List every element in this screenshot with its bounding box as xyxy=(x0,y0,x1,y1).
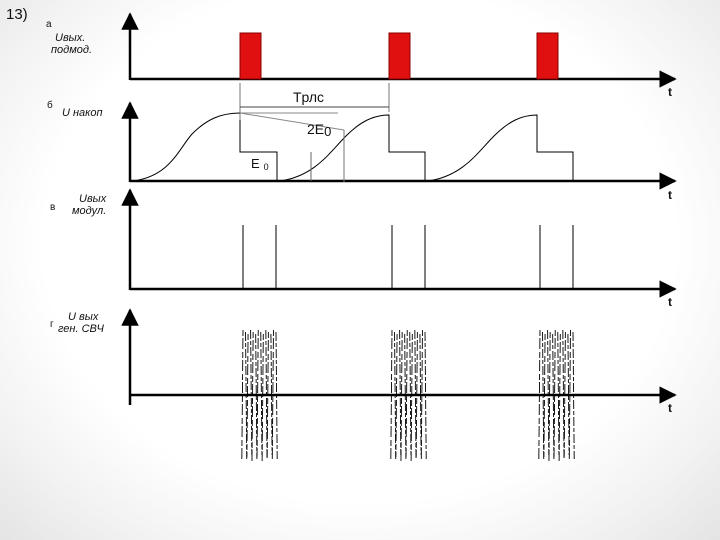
panel-b-axis-label: t xyxy=(668,188,672,202)
period-label: Tрлс xyxy=(293,89,324,105)
microwave-bursts xyxy=(241,329,575,462)
rf-stroke xyxy=(548,331,551,462)
rf-stroke xyxy=(410,333,413,462)
panel-c-signal-label: Uвых xyxy=(79,193,107,205)
rf-stroke xyxy=(400,331,403,462)
storage-voltage-curves xyxy=(132,112,574,182)
rf-stroke xyxy=(250,329,253,456)
modulator-pulse-3 xyxy=(536,32,559,80)
charge-cycle-2 xyxy=(279,114,426,182)
rf-stroke xyxy=(261,333,264,462)
panel-a-signal-label-2: подмод. xyxy=(51,44,92,56)
rf-stroke xyxy=(558,333,561,462)
modulator-pulse-2 xyxy=(388,32,411,80)
rf-stroke xyxy=(399,329,402,456)
rf-burst-1 xyxy=(241,329,278,462)
modulator-pulse-1 xyxy=(239,32,262,80)
rf-stroke xyxy=(394,331,397,460)
rf-stroke xyxy=(419,333,422,456)
rf-stroke xyxy=(567,333,570,456)
rf-stroke xyxy=(547,329,550,456)
rf-stroke xyxy=(245,331,248,460)
charge-cycle-3 xyxy=(427,114,574,182)
rf-stroke xyxy=(270,333,273,456)
panel-d: г U вых ген. СВЧ t xyxy=(50,308,677,462)
rf-stroke xyxy=(415,331,418,458)
panel-a-letter: а xyxy=(46,19,52,30)
slide-number: 13) xyxy=(6,6,28,23)
rf-stroke xyxy=(265,329,268,460)
panel-a-axis-label: t xyxy=(668,85,672,99)
rf-stroke xyxy=(404,333,407,460)
rf-stroke xyxy=(572,331,575,460)
rf-stroke xyxy=(260,331,263,456)
rf-stroke xyxy=(563,331,566,458)
rf-stroke xyxy=(409,331,412,456)
panel-b-signal-label: U накоп xyxy=(62,107,103,119)
modulator-pulses xyxy=(239,32,559,80)
rf-stroke xyxy=(255,333,258,460)
modulator-output-pulses xyxy=(242,225,574,289)
rf-burst-3 xyxy=(538,329,575,462)
charge-cycle-1 xyxy=(132,112,278,182)
panel-c-axis-label: t xyxy=(668,295,672,309)
level-2e0-label: 2E0 xyxy=(307,121,331,139)
rf-stroke xyxy=(543,333,546,458)
rf-stroke xyxy=(557,331,560,456)
rf-stroke xyxy=(275,331,278,460)
panel-d-axis-label: t xyxy=(668,401,672,415)
rf-stroke xyxy=(395,333,398,458)
panel-d-signal-label-2: ген. СВЧ xyxy=(58,323,104,335)
panel-a-signal-label: Uвых. xyxy=(55,32,85,44)
rf-stroke xyxy=(251,331,254,462)
panel-c-signal-label-2: модул. xyxy=(72,205,106,217)
rf-stroke xyxy=(562,329,565,460)
panel-d-signal-label: U вых xyxy=(68,311,99,323)
rf-stroke xyxy=(552,333,555,460)
rf-stroke xyxy=(542,331,545,460)
panel-b-letter: б xyxy=(47,99,53,111)
panel-c: в Uвых модул. t xyxy=(50,188,677,309)
panel-d-letter: г xyxy=(50,319,54,330)
panel-c-letter: в xyxy=(50,202,55,213)
rf-stroke xyxy=(256,329,259,458)
rf-stroke xyxy=(553,329,556,458)
rf-stroke xyxy=(424,331,427,460)
rf-stroke xyxy=(405,329,408,458)
panel-a: а Uвых. подмод. t xyxy=(46,12,677,99)
rf-stroke xyxy=(414,329,417,460)
rf-burst-2 xyxy=(390,329,427,462)
rf-stroke xyxy=(246,333,249,458)
rf-stroke xyxy=(266,331,269,458)
level-2e0-guide xyxy=(239,112,345,131)
